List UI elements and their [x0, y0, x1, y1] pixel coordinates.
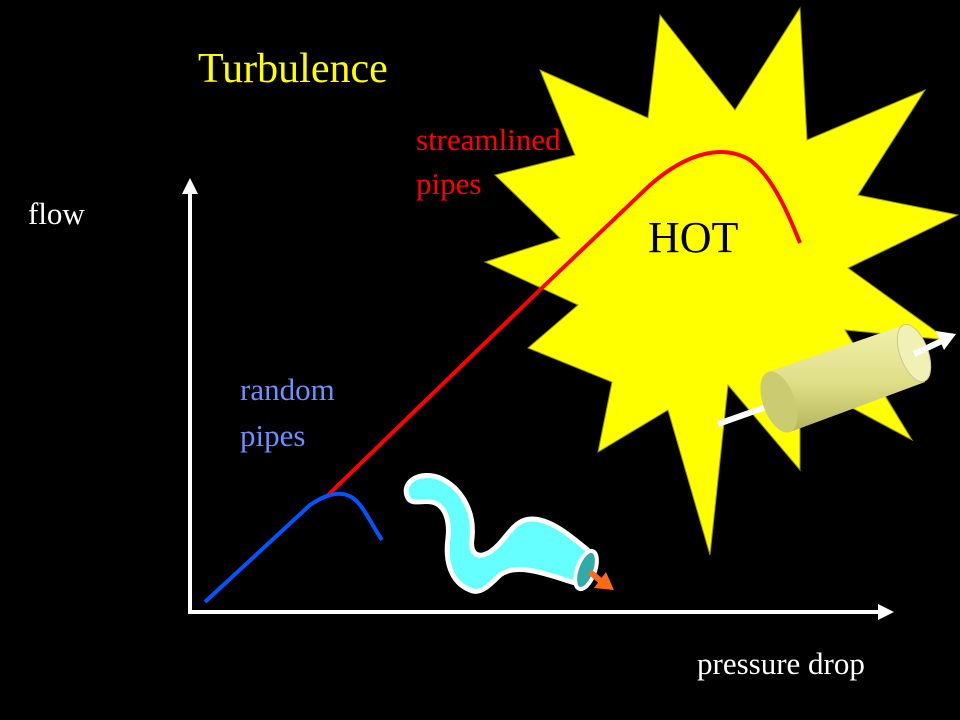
straight-pipe-icon	[716, 323, 956, 433]
twisted-pipe-icon	[403, 473, 614, 594]
hot-label: HOT	[648, 213, 739, 262]
x-axis-label: pressure drop	[697, 646, 865, 681]
streamlined-pipes-curve	[326, 150, 802, 497]
random-label-line1: random	[240, 372, 335, 407]
streamlined-label-line2: pipes	[416, 166, 481, 201]
y-axis-label: flow	[28, 196, 85, 231]
hot-burst-shape	[483, 6, 960, 556]
streamlined-label-line1: streamlined	[416, 122, 561, 157]
pipe-body	[768, 325, 925, 432]
random-label-line2: pipes	[240, 418, 305, 453]
slide-title: Turbulence	[198, 46, 388, 92]
random-pipes-curve	[203, 491, 384, 604]
